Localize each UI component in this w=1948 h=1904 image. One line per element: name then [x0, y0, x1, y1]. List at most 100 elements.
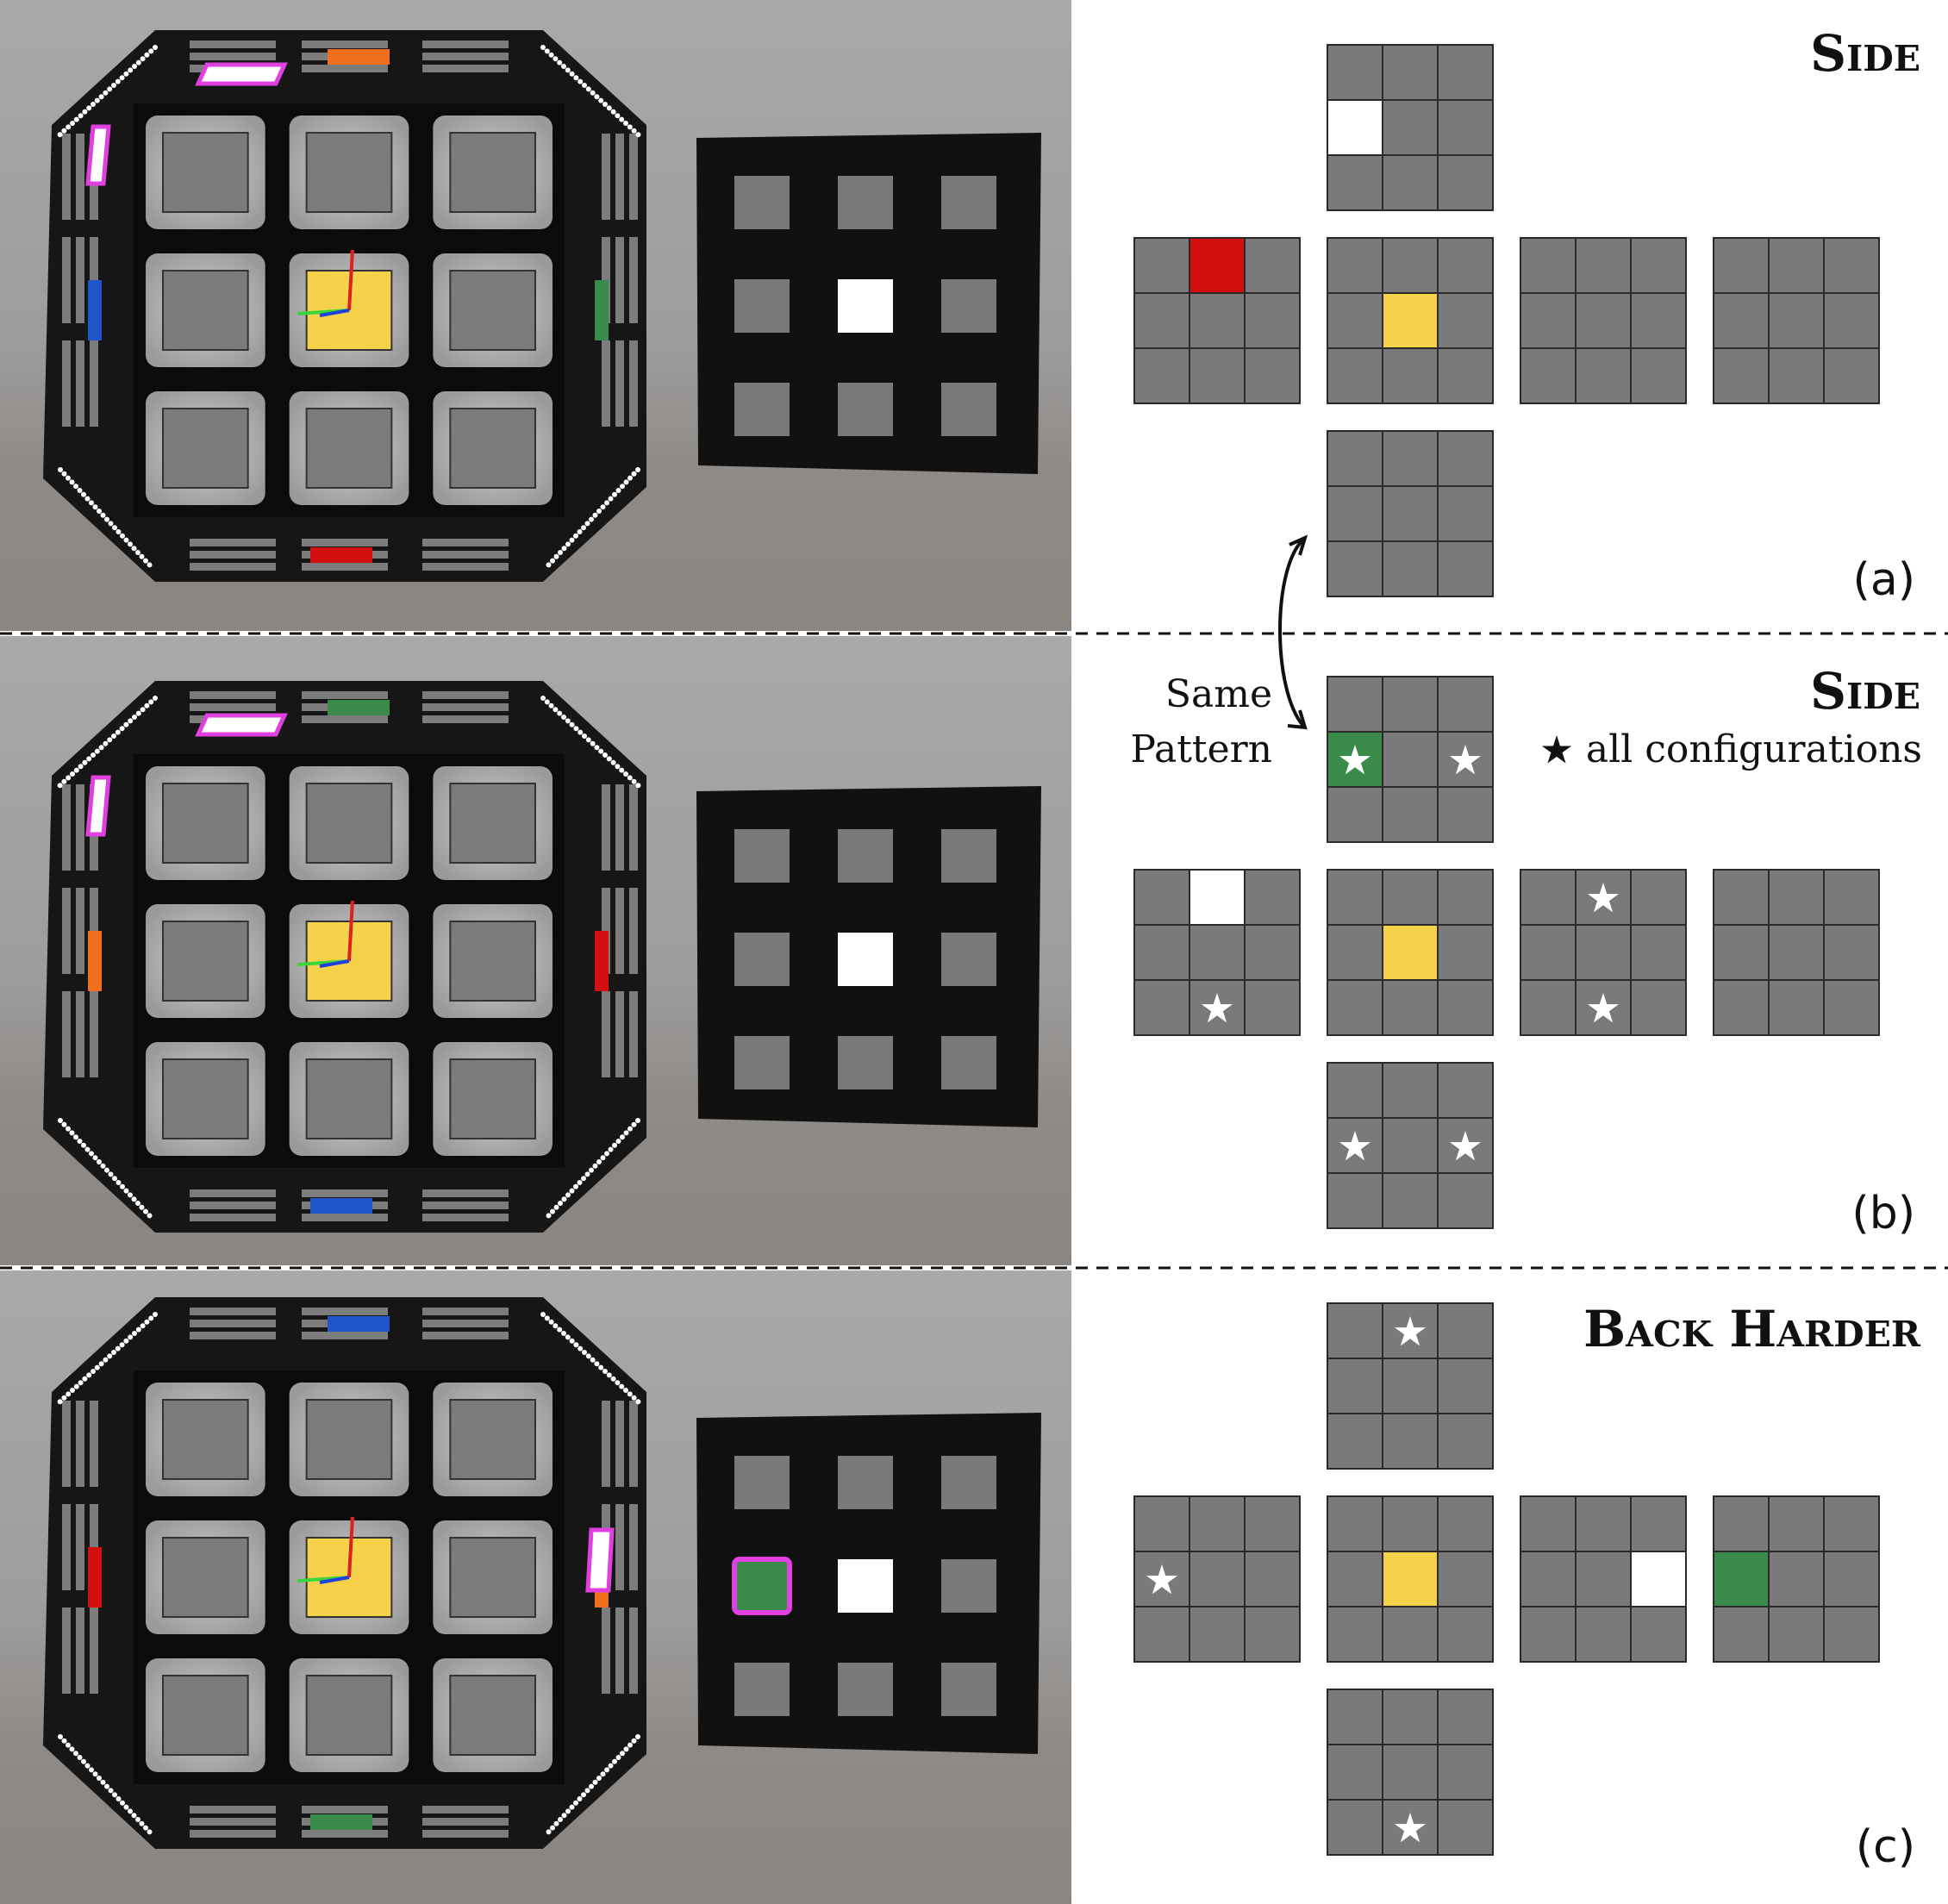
net-cell	[1133, 237, 1190, 294]
net-cell	[1437, 676, 1494, 733]
net-face-left	[1133, 869, 1301, 1036]
marker-dot	[92, 504, 98, 510]
arrow-head-top	[1289, 534, 1308, 556]
marker-dot	[77, 488, 83, 493]
marker-dot	[565, 1808, 571, 1814]
marker-dot	[131, 1196, 137, 1202]
marker-dot	[598, 1364, 604, 1370]
marker-dot	[86, 105, 92, 111]
axis-z	[319, 1576, 350, 1584]
marker-dot	[585, 86, 591, 92]
net-cell	[1382, 731, 1439, 788]
marker-dot	[107, 737, 113, 743]
net-cell	[1382, 154, 1439, 211]
marker-dot	[97, 1159, 102, 1164]
marker-dot	[573, 726, 579, 732]
marker-dot	[103, 740, 109, 746]
marker-dot	[73, 767, 79, 773]
marker-cell	[838, 383, 893, 436]
marker-cell	[734, 829, 790, 883]
side-tile	[602, 134, 610, 220]
side-tile	[190, 1818, 276, 1826]
net-cell	[1713, 979, 1770, 1036]
marker-dot	[61, 778, 67, 784]
net-cell	[1382, 786, 1439, 843]
net-cell	[1630, 237, 1687, 294]
marker-dot	[561, 715, 566, 720]
marker-dot	[546, 562, 552, 568]
marker-dot	[623, 1130, 629, 1136]
highlight-top	[195, 62, 288, 86]
marker-cell	[734, 1663, 790, 1716]
net-cell	[1520, 869, 1577, 926]
side-tile	[602, 1401, 610, 1487]
marker-dot	[544, 1315, 550, 1321]
marker-dot	[540, 45, 546, 50]
front-sticker	[305, 132, 393, 213]
marker-dot	[140, 56, 146, 62]
marker-dot	[132, 715, 137, 720]
accent-right	[595, 931, 609, 991]
marker-dot	[635, 783, 641, 789]
highlight-left	[85, 124, 111, 186]
marker-dot	[84, 1763, 91, 1769]
side-tile	[90, 991, 98, 1077]
side-tile	[302, 563, 388, 571]
marker-cell	[941, 176, 996, 229]
marker-cell	[941, 1036, 996, 1089]
front-sticker	[305, 1675, 393, 1756]
net-cell	[1382, 1117, 1439, 1174]
marker-dot	[86, 1372, 92, 1378]
marker-dot	[612, 491, 617, 497]
front-sticker	[449, 921, 536, 1002]
marker-dot	[550, 1208, 555, 1214]
net-cell	[1823, 869, 1880, 926]
marker-dot	[565, 67, 571, 73]
net-cell	[1437, 485, 1494, 542]
marker-dot	[69, 479, 75, 485]
net-cell	[1382, 1413, 1439, 1470]
side-tile	[422, 539, 509, 546]
marker-dot	[578, 729, 584, 735]
marker-dot	[108, 1788, 114, 1794]
marker-dot	[565, 718, 571, 724]
marker-dot	[631, 1738, 637, 1744]
marker-dot	[123, 1804, 129, 1810]
marker-dot	[553, 1204, 559, 1210]
net-cell	[1382, 292, 1439, 349]
marker-dot	[546, 1213, 552, 1219]
net-cell	[1437, 1495, 1494, 1552]
marker-dot	[635, 1399, 641, 1405]
marker-dot	[123, 1338, 129, 1344]
front-sticker	[162, 783, 249, 864]
marker-dot	[92, 1155, 98, 1161]
net-cell	[1327, 485, 1383, 542]
net-face-bottom	[1327, 1062, 1494, 1229]
side-tile	[190, 1806, 276, 1813]
net-cell	[1382, 924, 1439, 981]
side-tile	[422, 1320, 509, 1327]
front-sticker	[162, 1537, 249, 1618]
marker-dot	[116, 1796, 122, 1801]
side-tile	[422, 1830, 509, 1838]
net-cell	[1520, 1495, 1577, 1552]
marker-cell	[838, 1036, 893, 1089]
net-cell	[1382, 540, 1439, 597]
marker-dot	[108, 521, 114, 527]
marker-dot	[619, 116, 625, 122]
marker-dot	[627, 1391, 633, 1397]
net-cell	[1520, 924, 1577, 981]
side-tile	[422, 1189, 509, 1197]
net-cell	[1768, 979, 1825, 1036]
marker-dot	[561, 546, 567, 552]
curved-arrow	[1278, 538, 1305, 727]
marker-dot	[111, 83, 116, 88]
marker-cell	[838, 176, 893, 229]
net-cell	[1189, 869, 1246, 926]
net-cell	[1382, 1172, 1439, 1229]
front-sticker	[305, 408, 393, 489]
net-cell	[1244, 347, 1301, 404]
annotation-line-2: Pattern	[1130, 727, 1272, 771]
marker-dot	[615, 488, 621, 493]
net-face-far	[1713, 869, 1880, 1036]
